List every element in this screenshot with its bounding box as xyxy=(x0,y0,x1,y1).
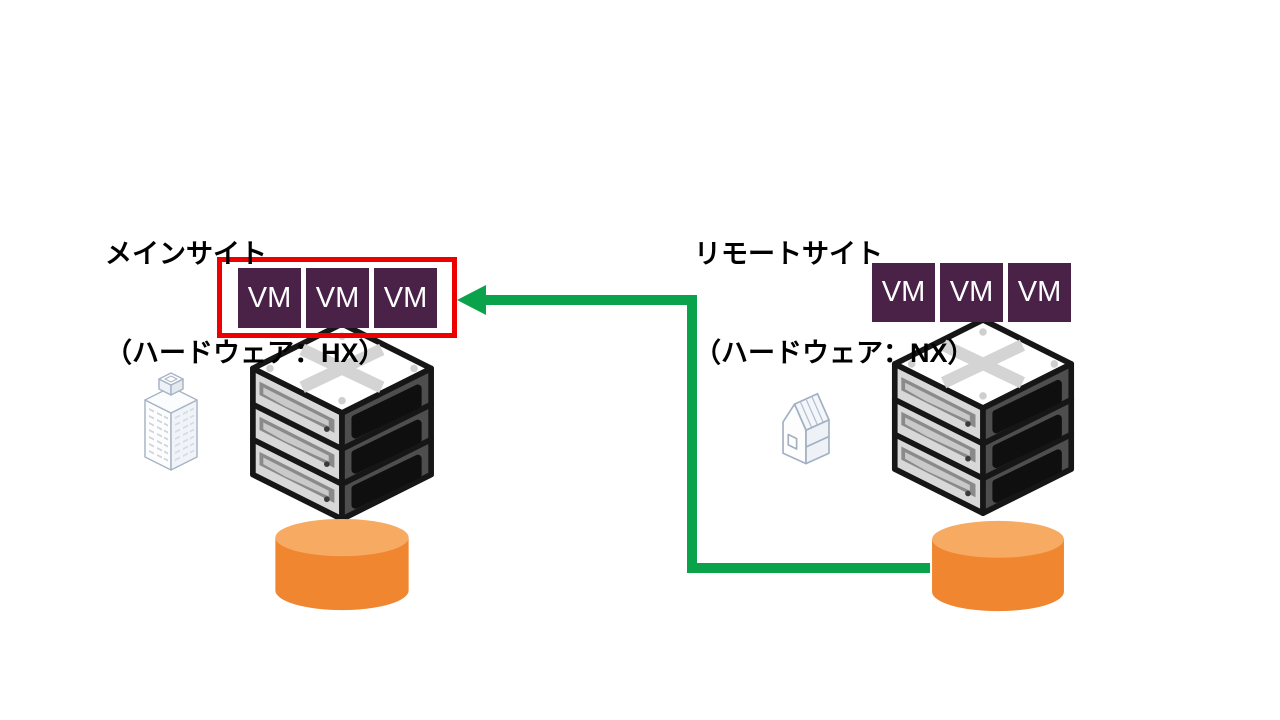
main-site-title-line1: メインサイト xyxy=(105,239,267,269)
vm-label: VM xyxy=(1017,276,1062,308)
vm-box: VM xyxy=(374,268,437,328)
vm-label: VM xyxy=(315,281,360,314)
vm-highlight-frame xyxy=(217,257,457,338)
remote-site-title-line1: リモートサイト xyxy=(694,239,883,269)
vm-label: VM xyxy=(247,281,292,314)
remote-storage-cylinder-icon xyxy=(932,520,1064,612)
vm-box: VM xyxy=(1008,263,1071,322)
main-vm-group: VM VM VM xyxy=(238,268,437,328)
replication-arrowhead-icon xyxy=(457,285,486,315)
vm-label: VM xyxy=(949,276,994,308)
remote-site-title: リモートサイト （ハードウェア：NX） xyxy=(694,172,975,436)
vm-box: VM xyxy=(872,263,935,322)
remote-vm-group: VM VM VM xyxy=(872,263,1071,322)
vm-label: VM xyxy=(383,281,428,314)
vm-box: VM xyxy=(306,268,369,328)
main-site-title-line2: （ハードウェア：HX） xyxy=(105,338,386,368)
remote-site-title-line2: （ハードウェア：NX） xyxy=(694,338,975,368)
main-site-title: メインサイト （ハードウェア：HX） xyxy=(105,172,386,436)
main-storage-cylinder-icon xyxy=(275,518,409,611)
replication-arrow-line xyxy=(482,295,930,573)
vm-box: VM xyxy=(940,263,1003,322)
vm-label: VM xyxy=(881,276,926,308)
vm-box: VM xyxy=(238,268,301,328)
